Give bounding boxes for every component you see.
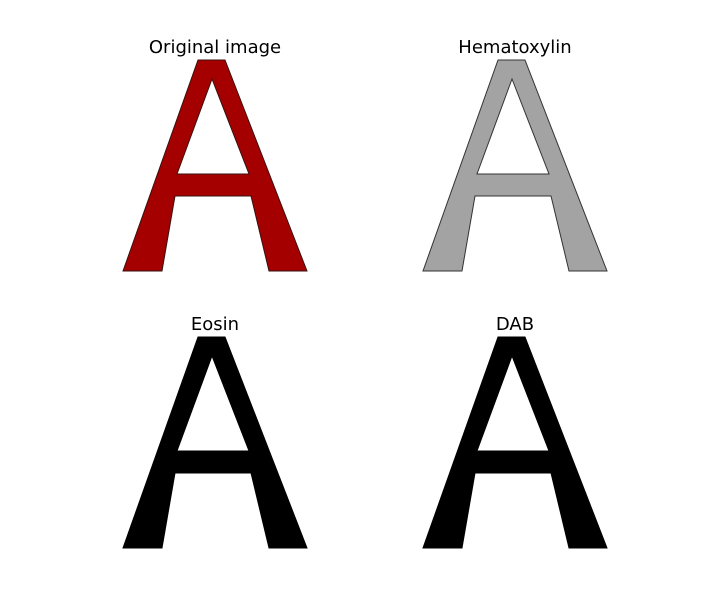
letter-a-glyph [422, 59, 608, 272]
letter-a-glyph [422, 336, 608, 549]
panel-title-original: Original image [148, 37, 282, 58]
letter-a-red-image [122, 59, 308, 272]
panel-original-image: Original image [105, 37, 325, 287]
letter-a-glyph [122, 336, 308, 549]
letter-a-gray-image [422, 59, 608, 272]
panel-title-eosin: Eosin [190, 314, 240, 335]
panel-title-dab: DAB [495, 314, 535, 335]
letter-a-black-image [422, 336, 608, 549]
letter-a-black-image [122, 336, 308, 549]
panel-eosin: Eosin [105, 314, 325, 564]
panel-hematoxylin: Hematoxylin [405, 37, 625, 287]
letter-a-glyph [122, 59, 308, 272]
panel-dab: DAB [405, 314, 625, 564]
panel-title-hematoxylin: Hematoxylin [458, 37, 572, 58]
